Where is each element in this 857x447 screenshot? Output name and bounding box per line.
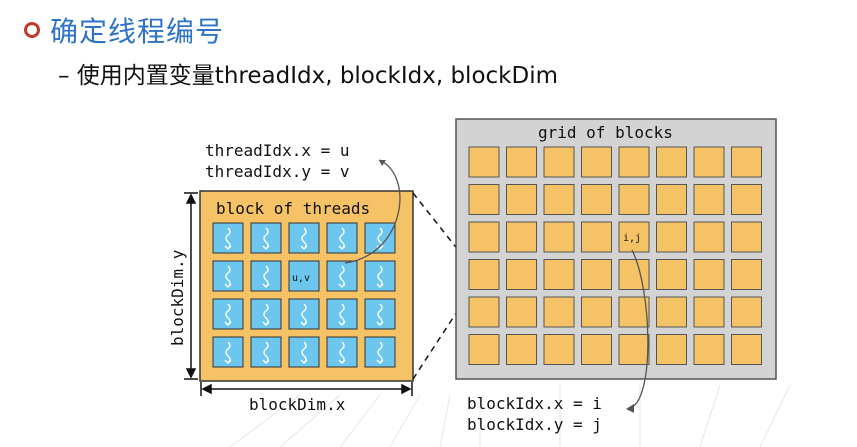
- block-cell: [581, 296, 612, 328]
- block-cell: [506, 296, 537, 328]
- block-cell: [543, 146, 575, 178]
- block-idx-y-label: blockIdx.y = j: [467, 415, 602, 434]
- block-cell: [506, 221, 537, 253]
- block-cell: [543, 296, 575, 328]
- block-cell: [618, 221, 650, 253]
- block-cell: [618, 296, 650, 328]
- block-cell: [656, 184, 687, 215]
- block-cell: [468, 259, 500, 290]
- thread-cell: [326, 336, 358, 368]
- bullet-ring-icon: [24, 22, 40, 38]
- block-cell: [506, 146, 537, 178]
- block-cells: i,j: [468, 146, 762, 365]
- block-cell: [731, 259, 762, 290]
- block-title: block of threads: [216, 199, 370, 218]
- block-cell: [656, 334, 687, 365]
- block-cell-label: i,j: [623, 233, 641, 244]
- block-cell: [543, 259, 575, 290]
- thread-squiggle-icon: [300, 303, 308, 326]
- thread-squiggle-icon: [262, 303, 270, 326]
- thread-cell-label: u,v: [292, 273, 310, 284]
- block-cell: [618, 259, 650, 290]
- thread-squiggle-icon: [376, 303, 384, 326]
- block-cell: [468, 221, 500, 253]
- block-cell: [543, 184, 575, 215]
- block-cell: [581, 184, 612, 215]
- heading-text: 确定线程编号: [50, 15, 225, 48]
- block-cell: [693, 221, 725, 253]
- thread-squiggle-icon: [224, 227, 232, 250]
- thread-squiggle-icon: [262, 227, 270, 250]
- block-cell: [543, 221, 575, 253]
- block-cell: [693, 296, 725, 328]
- block-cell: [581, 221, 612, 253]
- block-cell: [731, 221, 762, 253]
- thread-squiggle-icon: [224, 341, 232, 364]
- thread-squiggle-icon: [338, 341, 346, 364]
- block-cell: [656, 146, 687, 178]
- block-index-arrowhead: [626, 404, 634, 413]
- thread-index-arrow: [344, 159, 401, 264]
- thread-squiggle-icon: [300, 227, 308, 250]
- grid-of-blocks-box: [455, 118, 777, 380]
- block-cell: [731, 184, 762, 215]
- block-cell: [581, 259, 612, 290]
- block-cell: [656, 259, 687, 290]
- block-cell: [543, 334, 575, 365]
- block-idx-x-label: blockIdx.x = i: [467, 394, 602, 413]
- block-dim-x-arrow: [200, 382, 413, 396]
- thread-cells: u,v: [212, 222, 396, 368]
- block-cell: [468, 146, 500, 178]
- block-cell: [506, 334, 537, 365]
- thread-idx-x-label: threadIdx.x = u: [205, 141, 350, 160]
- block-cell: [468, 334, 500, 365]
- block-cell: [656, 296, 687, 328]
- block-cell: [693, 334, 725, 365]
- block-dim-x-label: blockDim.x: [249, 395, 346, 414]
- thread-squiggle-icon: [262, 265, 270, 288]
- block-dim-y-label: blockDim.y: [168, 249, 187, 346]
- thread-cell: [288, 260, 320, 292]
- block-cell: [731, 296, 762, 328]
- thread-idx-y-label: threadIdx.y = v: [205, 162, 350, 181]
- block-cell: [618, 334, 650, 365]
- block-cell: [731, 334, 762, 365]
- block-cell: [506, 184, 537, 215]
- thread-squiggle-icon: [338, 303, 346, 326]
- block-cell: [618, 184, 650, 215]
- block-cell: [693, 146, 725, 178]
- thread-index-arrowhead: [379, 160, 386, 166]
- block-index-arrow: [629, 249, 649, 409]
- background-decoration: [229, 384, 791, 447]
- block-dim-y-arrow: [184, 192, 198, 380]
- block-cell: [656, 221, 687, 253]
- block-cell: [618, 146, 650, 178]
- block-cell: [581, 146, 612, 178]
- thread-squiggle-icon: [376, 341, 384, 364]
- subheading-text: – 使用内置变量threadIdx, blockIdx, blockDim: [58, 63, 558, 89]
- thread-squiggle-icon: [224, 265, 232, 288]
- thread-squiggle-icon: [376, 227, 384, 250]
- block-cell: [731, 146, 762, 178]
- block-cell: [506, 259, 537, 290]
- thread-squiggle-icon: [376, 265, 384, 288]
- thread-squiggle-icon: [300, 341, 308, 364]
- slide-heading: 确定线程编号: [24, 10, 224, 50]
- block-cell: [693, 184, 725, 215]
- thread-squiggle-icon: [224, 303, 232, 326]
- grid-title: grid of blocks: [538, 123, 673, 142]
- thread-squiggle-icon: [338, 265, 346, 288]
- thread-squiggle-icon: [262, 341, 270, 364]
- block-cell: [581, 334, 612, 365]
- block-cell: [693, 259, 725, 290]
- thread-squiggle-icon: [338, 227, 346, 250]
- block-cell: [468, 184, 500, 215]
- block-cell: [468, 296, 500, 328]
